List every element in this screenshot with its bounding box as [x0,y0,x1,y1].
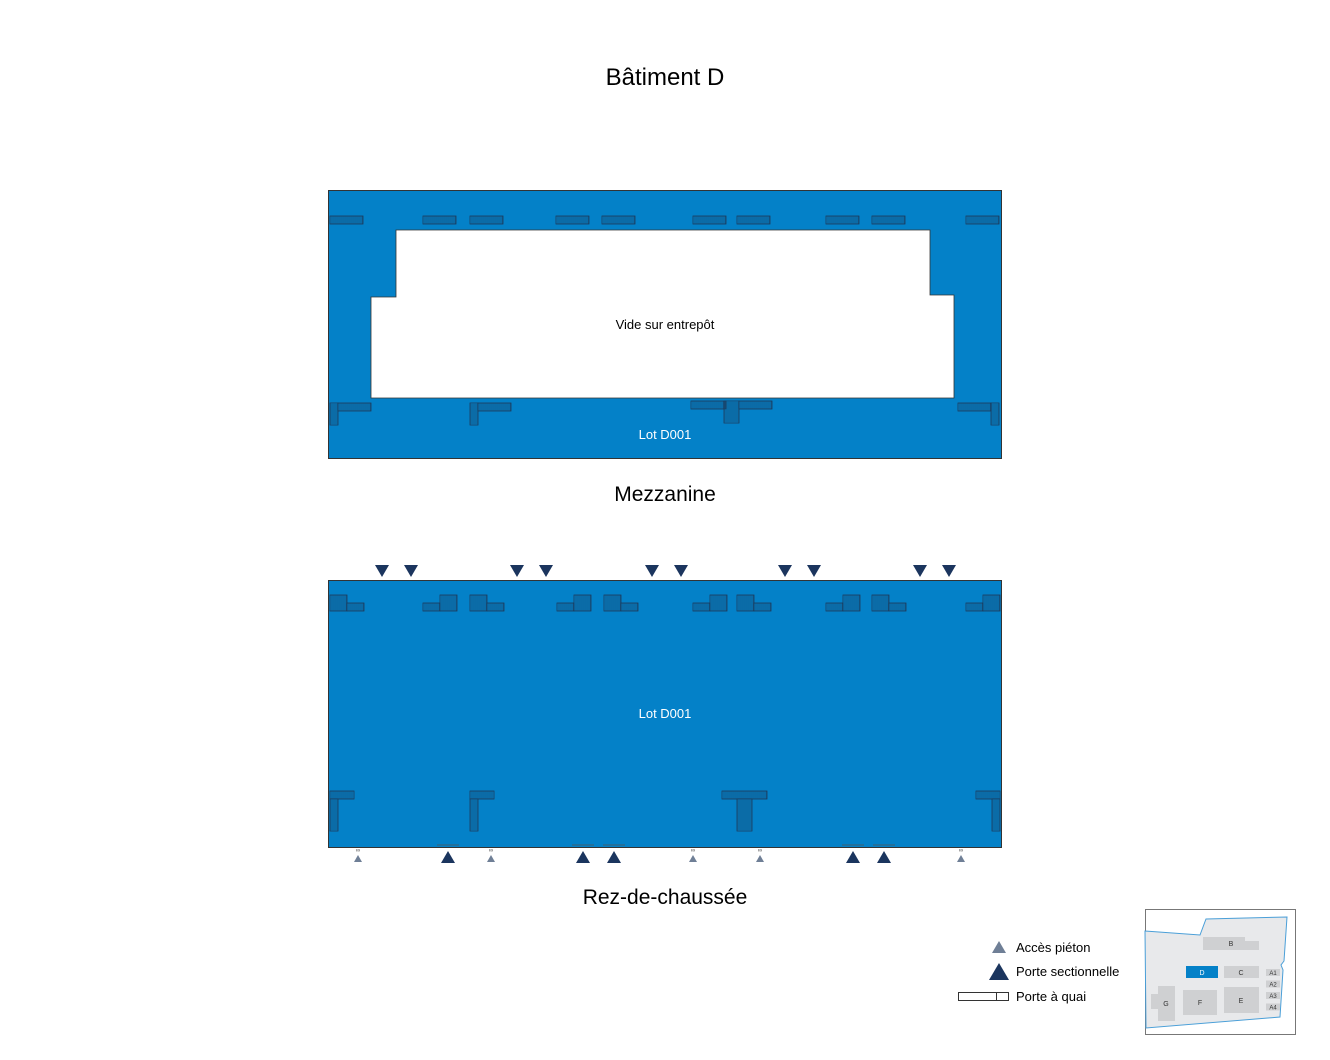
ground-staircase [842,594,861,612]
mezzanine-staircase [469,215,504,225]
mezzanine-plan: Vide sur entrepôt Lot D001 [328,190,1002,459]
mezzanine-staircase [825,215,860,225]
ground-staircase [620,602,639,612]
ground-staircase [888,602,907,612]
site-bay [1266,1003,1280,1011]
mezzanine-staircase [965,215,1000,225]
ground-staircase [753,602,772,612]
mezzanine-staircase [692,215,727,225]
void-label: Vide sur entrepôt [616,317,715,332]
site-building-c: C [1238,970,1243,977]
site-building-e: E [1239,998,1244,1005]
ground-staircase [556,602,575,612]
dock-door-icon[interactable] [510,565,524,577]
pedestrian-icon [992,941,1006,953]
door-swing-icon: ∞ [356,848,360,854]
dock-door-icon[interactable] [807,565,821,577]
dock-door-icon[interactable] [942,565,956,577]
site-bay [1266,992,1280,999]
mezzanine-staircase [329,215,364,225]
ground-staircase [709,594,728,612]
ground-staircase [469,798,479,832]
site-bay-label: A3 [1269,994,1277,1000]
mezzanine-staircase [690,400,727,410]
mezzanine-staircase [555,215,590,225]
legend-pedestrian: Accès piéton [1016,940,1090,955]
dock-door-icon[interactable] [913,565,927,577]
legend: Accès piéton Porte sectionnelle Porte à … [958,940,1119,1004]
mezzanine-staircase [329,402,339,426]
dock-door-icon [958,992,997,1001]
site-building-g: G [1163,1001,1168,1008]
site-bay [1266,969,1280,976]
ground-staircase [982,594,1001,612]
sectional-door-icon[interactable] [607,851,621,863]
dock-door-icon[interactable] [778,565,792,577]
sectional-door-icon[interactable] [441,851,455,863]
ground-staircase [329,798,339,832]
door-swing-icon: ∞ [758,848,762,854]
legend-dock-door: Porte à quai [1016,989,1086,1004]
ground-staircase [573,594,592,612]
page-title: Bâtiment D [606,64,725,91]
ground-staircase [975,790,1001,800]
mezzanine-staircase [871,215,906,225]
dock-door-icon[interactable] [404,565,418,577]
site-building-d: D [1199,970,1204,977]
door-swing-icon: ∞ [489,848,493,854]
mezzanine-void [370,229,955,399]
ground-floor-plan: ∞ ∞ ∞ ∞ ∞ Lot D001 [328,565,1002,863]
mezzanine-label: Mezzanine [614,483,716,506]
ground-staircase [991,798,1001,832]
mezzanine-staircase [601,215,636,225]
mezzanine-staircase [738,400,773,410]
mezzanine-staircase [990,402,1000,426]
ground-floor-label: Rez-de-chaussée [583,886,748,909]
ground-staircase [692,602,711,612]
mezzanine-staircase [422,215,457,225]
ground-staircase [871,594,890,612]
ground-staircase [469,790,495,800]
site-bay-label: A2 [1269,983,1277,989]
ground-staircase [486,602,505,612]
dock-door-icon[interactable] [375,565,389,577]
dock-leveler-icon [996,992,1009,1001]
site-building-f: F [1198,1000,1202,1007]
pedestrian-access-icon[interactable] [756,855,764,862]
site-bay [1266,980,1280,988]
sectional-door-icon[interactable] [877,851,891,863]
ground-staircase [825,602,844,612]
door-swing-icon: ∞ [959,848,963,854]
ground-staircase [736,798,753,832]
pedestrian-access-icon[interactable] [354,855,362,862]
ground-lot-label[interactable]: Lot D001 [639,706,692,721]
site-bay-label: A1 [1269,971,1277,977]
mezzanine-staircase [469,402,479,426]
ground-staircase [439,594,458,612]
mezzanine-staircase [736,215,771,225]
pedestrian-access-icon[interactable] [689,855,697,862]
sectional-door-icon[interactable] [846,851,860,863]
sectional-door-icon [989,963,1009,980]
dock-door-icon[interactable] [645,565,659,577]
ground-floor[interactable] [328,580,1002,848]
dock-door-icon[interactable] [539,565,553,577]
door-swing-icon: ∞ [691,848,695,854]
pedestrian-access-icon[interactable] [957,855,965,862]
site-building-b: B [1229,941,1234,948]
mezzanine-staircase [723,400,740,424]
site-bay-label: A4 [1269,1006,1277,1012]
mezzanine-lot-label[interactable]: Lot D001 [639,427,692,442]
legend-sectional-door: Porte sectionnelle [1016,964,1119,979]
ground-staircase [329,790,355,800]
sectional-door-icon[interactable] [576,851,590,863]
pedestrian-access-icon[interactable] [487,855,495,862]
ground-staircase [346,602,365,612]
dock-door-icon[interactable] [674,565,688,577]
